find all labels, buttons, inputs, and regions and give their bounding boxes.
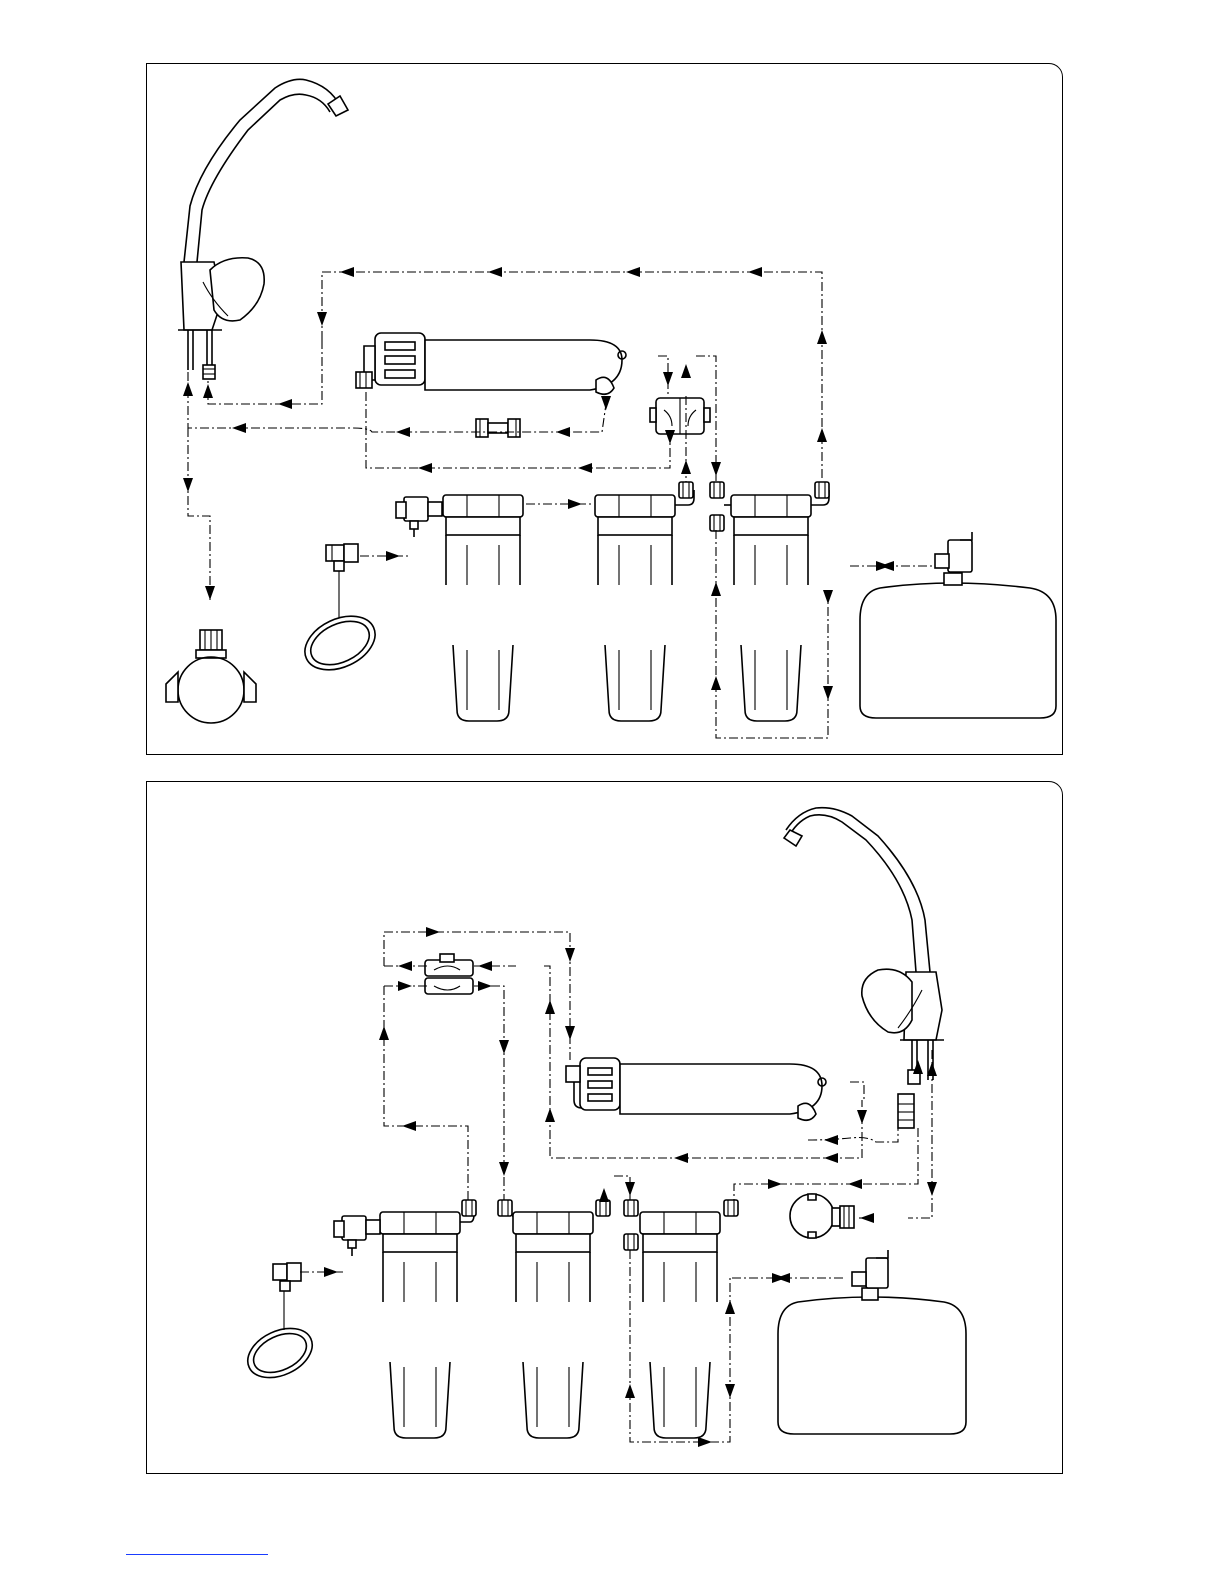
check-valve-icon bbox=[425, 954, 473, 994]
arrowhead-icon bbox=[776, 1273, 790, 1283]
arrowhead-icon bbox=[599, 1188, 609, 1202]
arrowhead-icon bbox=[565, 1026, 575, 1040]
arrowhead-icon bbox=[205, 586, 215, 600]
flow-restrictor-icon bbox=[476, 419, 520, 437]
feed-valve-icon bbox=[334, 1216, 380, 1256]
arrowhead-icon bbox=[379, 1026, 389, 1040]
pre-filter-1-icon bbox=[443, 495, 523, 721]
arrowhead-icon bbox=[317, 312, 327, 326]
arrowhead-icon bbox=[578, 463, 592, 473]
storage-tank-icon bbox=[860, 573, 1056, 718]
storage-tank-icon bbox=[778, 1288, 966, 1434]
membrane-housing-icon bbox=[566, 1058, 826, 1120]
arrowhead-icon bbox=[488, 267, 502, 277]
arrowhead-icon bbox=[711, 582, 721, 596]
arrowhead-icon bbox=[824, 1135, 838, 1145]
arrowhead-icon bbox=[748, 267, 762, 277]
arrowhead-icon bbox=[681, 364, 691, 378]
arrowhead-icon bbox=[396, 427, 410, 437]
arrowhead-icon bbox=[478, 981, 492, 991]
feed-valve-icon bbox=[396, 497, 442, 537]
arrowhead-icon bbox=[698, 1437, 712, 1447]
arrowhead-icon bbox=[426, 927, 440, 937]
arrowhead-icon bbox=[824, 1153, 838, 1163]
arrowhead-icon bbox=[725, 1300, 735, 1314]
arrowhead-icon bbox=[860, 1213, 874, 1223]
top-diagram bbox=[166, 79, 1056, 738]
arrowhead-icon bbox=[625, 1384, 635, 1398]
arrowhead-icon bbox=[386, 551, 400, 561]
arrowhead-icon bbox=[927, 1182, 937, 1196]
arrowhead-icon bbox=[711, 462, 721, 476]
arrowhead-icon bbox=[418, 463, 432, 473]
arrowhead-icon bbox=[817, 428, 827, 442]
pre-filter-2-icon bbox=[498, 1200, 610, 1438]
footer-link-underline[interactable] bbox=[126, 1554, 268, 1555]
feed-valve-gasket-icon bbox=[240, 1263, 320, 1387]
feed-valve-gasket-icon bbox=[296, 544, 383, 680]
shut-off-valve-icon bbox=[898, 1094, 914, 1128]
arrowhead-icon bbox=[565, 948, 575, 962]
arrowhead-icon bbox=[880, 561, 894, 571]
arrowhead-icon bbox=[601, 396, 611, 410]
arrowhead-icon bbox=[681, 460, 691, 474]
arrowhead-icon bbox=[674, 1153, 688, 1163]
pre-filter-1-icon bbox=[380, 1200, 476, 1438]
arrowhead-icon bbox=[848, 1179, 862, 1189]
arrowhead-icon bbox=[232, 423, 246, 433]
arrowhead-icon bbox=[402, 1121, 416, 1131]
arrowhead-icon bbox=[499, 1040, 509, 1054]
arrowhead-icon bbox=[545, 1108, 555, 1122]
bottom-diagram bbox=[240, 808, 966, 1447]
drain-saddle-icon bbox=[790, 1194, 854, 1238]
arrowhead-icon bbox=[398, 961, 412, 971]
arrowhead-icon bbox=[183, 382, 193, 396]
arrowhead-icon bbox=[398, 981, 412, 991]
arrowhead-icon bbox=[823, 590, 833, 604]
arrowhead-icon bbox=[665, 430, 675, 444]
flow-arrows-top bbox=[183, 267, 894, 700]
faucet-icon bbox=[784, 808, 944, 1084]
membrane-housing-icon bbox=[356, 333, 626, 394]
pre-filter-3-icon bbox=[710, 482, 829, 721]
arrowhead-icon bbox=[340, 267, 354, 277]
arrowhead-icon bbox=[711, 676, 721, 690]
arrowhead-icon bbox=[499, 1162, 509, 1176]
arrowhead-icon bbox=[556, 427, 570, 437]
pre-filter-2-icon bbox=[595, 482, 694, 721]
arrowhead-icon bbox=[203, 384, 213, 398]
arrowhead-icon bbox=[817, 330, 827, 344]
arrowhead-icon bbox=[913, 1060, 923, 1074]
arrowhead-icon bbox=[663, 372, 673, 386]
arrowhead-icon bbox=[725, 1384, 735, 1398]
tank-valve-icon bbox=[852, 1250, 888, 1288]
arrowhead-icon bbox=[626, 267, 640, 277]
pre-filter-3-icon bbox=[624, 1200, 738, 1438]
tank-valve-icon bbox=[935, 532, 972, 572]
arrowhead-icon bbox=[324, 1267, 338, 1277]
arrowhead-icon bbox=[478, 961, 492, 971]
arrowhead-icon bbox=[857, 1110, 867, 1124]
arrowhead-icon bbox=[183, 478, 193, 492]
check-valve-icon bbox=[650, 398, 710, 434]
arrowhead-icon bbox=[625, 1182, 635, 1196]
arrowhead-icon bbox=[768, 1179, 782, 1189]
arrowhead-icon bbox=[545, 1000, 555, 1014]
arrowhead-icon bbox=[823, 686, 833, 700]
arrowhead-icon bbox=[278, 399, 292, 409]
arrowhead-icon bbox=[568, 499, 582, 509]
drain-saddle-icon bbox=[166, 630, 256, 723]
